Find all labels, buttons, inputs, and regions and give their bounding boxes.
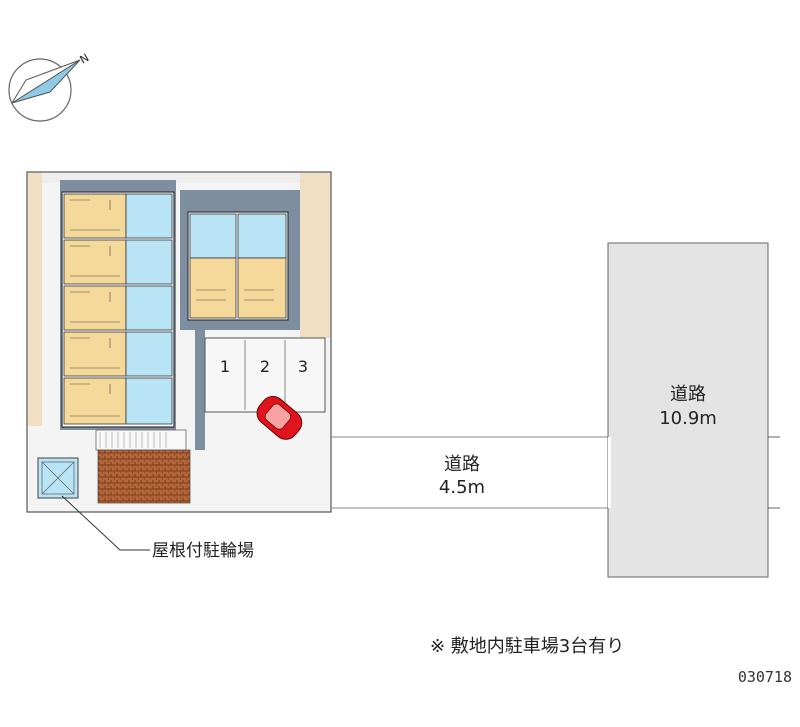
road-wide-width: 10.9m xyxy=(659,408,717,429)
car-icon xyxy=(256,396,303,440)
compass-label: N xyxy=(78,51,92,66)
road-narrow-name: 道路 xyxy=(444,454,480,475)
brick-paving xyxy=(97,449,191,504)
bicycle-parking-label: 屋根付駐輪場 xyxy=(152,541,254,561)
road-wide-name: 道路 xyxy=(670,384,706,405)
road-wide: 道路 10.9m xyxy=(607,242,780,578)
road-narrow-width: 4.5m xyxy=(439,477,485,498)
parking-space-1: 1 xyxy=(220,357,230,376)
right-building xyxy=(187,211,289,321)
unit-6 xyxy=(189,213,237,319)
unit-3 xyxy=(63,285,173,331)
unit-1 xyxy=(63,193,173,239)
unit-4 xyxy=(63,331,173,377)
unit-2 xyxy=(63,239,173,285)
road-narrow: 道路 4.5m xyxy=(331,436,608,509)
bicycle-parking: 屋根付駐輪場 xyxy=(37,457,254,561)
entrance-walkway xyxy=(95,429,187,451)
parking-space-2: 2 xyxy=(260,357,270,376)
unit-7 xyxy=(237,213,287,319)
property-code: 030718 xyxy=(738,668,792,686)
north-arrow-icon: N xyxy=(8,51,92,122)
unit-5 xyxy=(63,377,173,425)
parking-space-3: 3 xyxy=(298,357,308,376)
parking-note: ※ 敷地内駐車場3台有り xyxy=(430,636,624,657)
left-building xyxy=(61,191,175,428)
